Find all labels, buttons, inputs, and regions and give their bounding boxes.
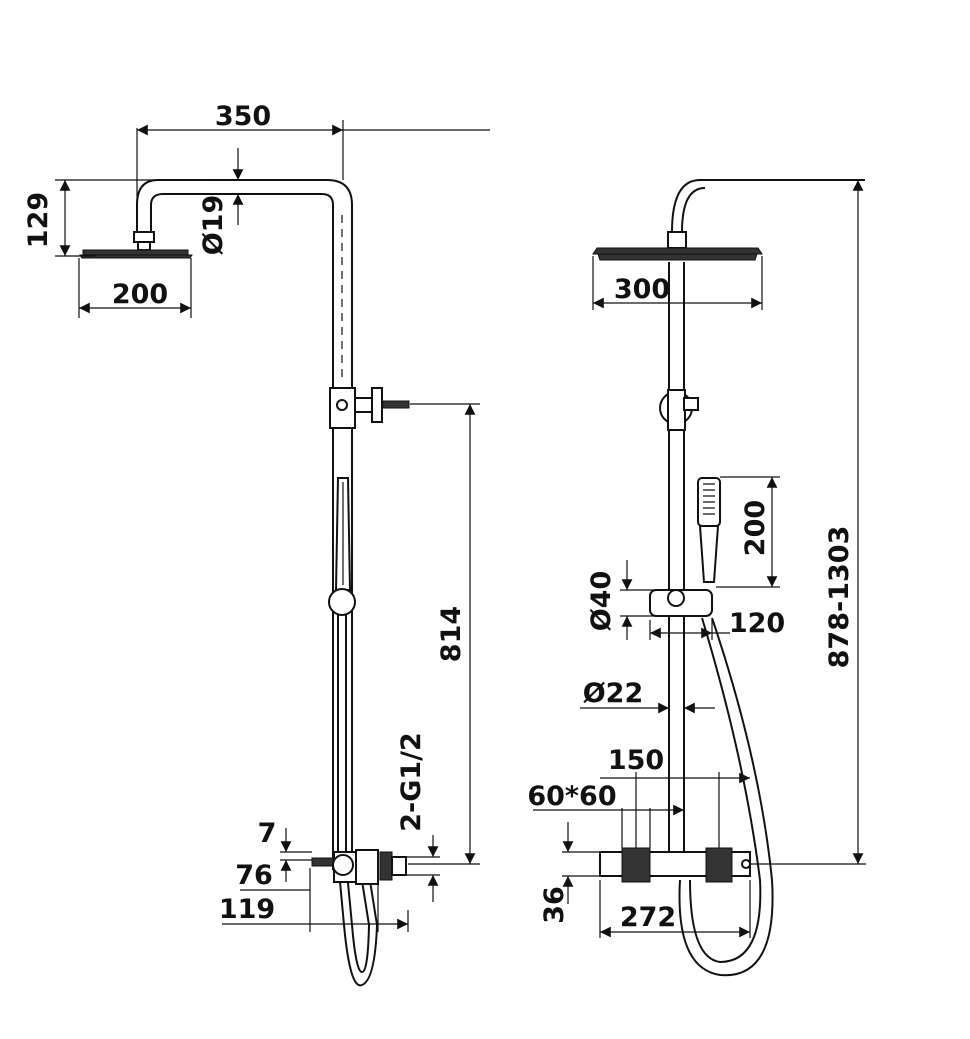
- dim-60x60: 60*60: [527, 781, 684, 848]
- front-handset-holder: [649, 589, 713, 617]
- dim-300: 300: [592, 256, 763, 310]
- label-814: 814: [436, 606, 467, 662]
- front-view: 300 200 878-1303 Ø40: [527, 179, 866, 977]
- side-hose: [337, 615, 379, 987]
- side-handset: [328, 477, 356, 616]
- dim-129: 129: [23, 179, 160, 257]
- label-total-height: 878-1303: [824, 526, 855, 669]
- dim-272: 272: [599, 880, 751, 938]
- front-handset: [697, 477, 721, 583]
- dim-200-head: 200: [78, 258, 192, 318]
- label-36: 36: [539, 886, 570, 924]
- dim-150: 150: [600, 745, 750, 848]
- dim-350: 350: [136, 101, 490, 205]
- label-119: 119: [219, 894, 275, 925]
- side-mixer-body: [311, 849, 407, 885]
- side-view: 350 129 Ø19 200 814: [23, 101, 490, 987]
- label-2g12: 2-G1/2: [396, 732, 427, 832]
- side-diverter-clamp: [329, 387, 410, 429]
- label-272: 272: [620, 902, 676, 933]
- label-d22: Ø22: [583, 678, 644, 709]
- label-76: 76: [235, 860, 273, 891]
- front-mixer-body: [599, 847, 751, 883]
- dim-d40: Ø40: [586, 560, 655, 640]
- dim-7: 7: [258, 818, 312, 882]
- label-350: 350: [215, 101, 271, 132]
- dim-total-height: 878-1303: [750, 180, 866, 865]
- dim-814: 814: [408, 403, 480, 865]
- label-129: 129: [23, 192, 54, 248]
- label-7: 7: [258, 818, 277, 849]
- dim-d19: Ø19: [198, 148, 245, 255]
- label-120: 120: [729, 608, 785, 639]
- label-60x60: 60*60: [527, 781, 616, 812]
- dim-36: 36: [539, 822, 600, 924]
- side-riser-pipe: [136, 179, 353, 870]
- front-rain-head: [592, 231, 763, 261]
- label-200-handset: 200: [740, 500, 771, 556]
- label-d19: Ø19: [198, 195, 229, 256]
- dim-2g12: 2-G1/2: [396, 732, 440, 902]
- label-300: 300: [614, 274, 670, 305]
- front-diverter-clamp: [659, 389, 699, 431]
- dim-120: 120: [649, 608, 785, 640]
- front-riser-pipe: [668, 179, 865, 858]
- label-150: 150: [608, 745, 664, 776]
- side-rain-head: [79, 231, 193, 259]
- label-d40: Ø40: [586, 571, 617, 632]
- dim-200-handset: 200: [716, 476, 780, 588]
- front-hose: [678, 617, 774, 977]
- label-200-head: 200: [112, 279, 168, 310]
- dim-d22: Ø22: [580, 678, 715, 714]
- dim-119: 119: [219, 894, 409, 932]
